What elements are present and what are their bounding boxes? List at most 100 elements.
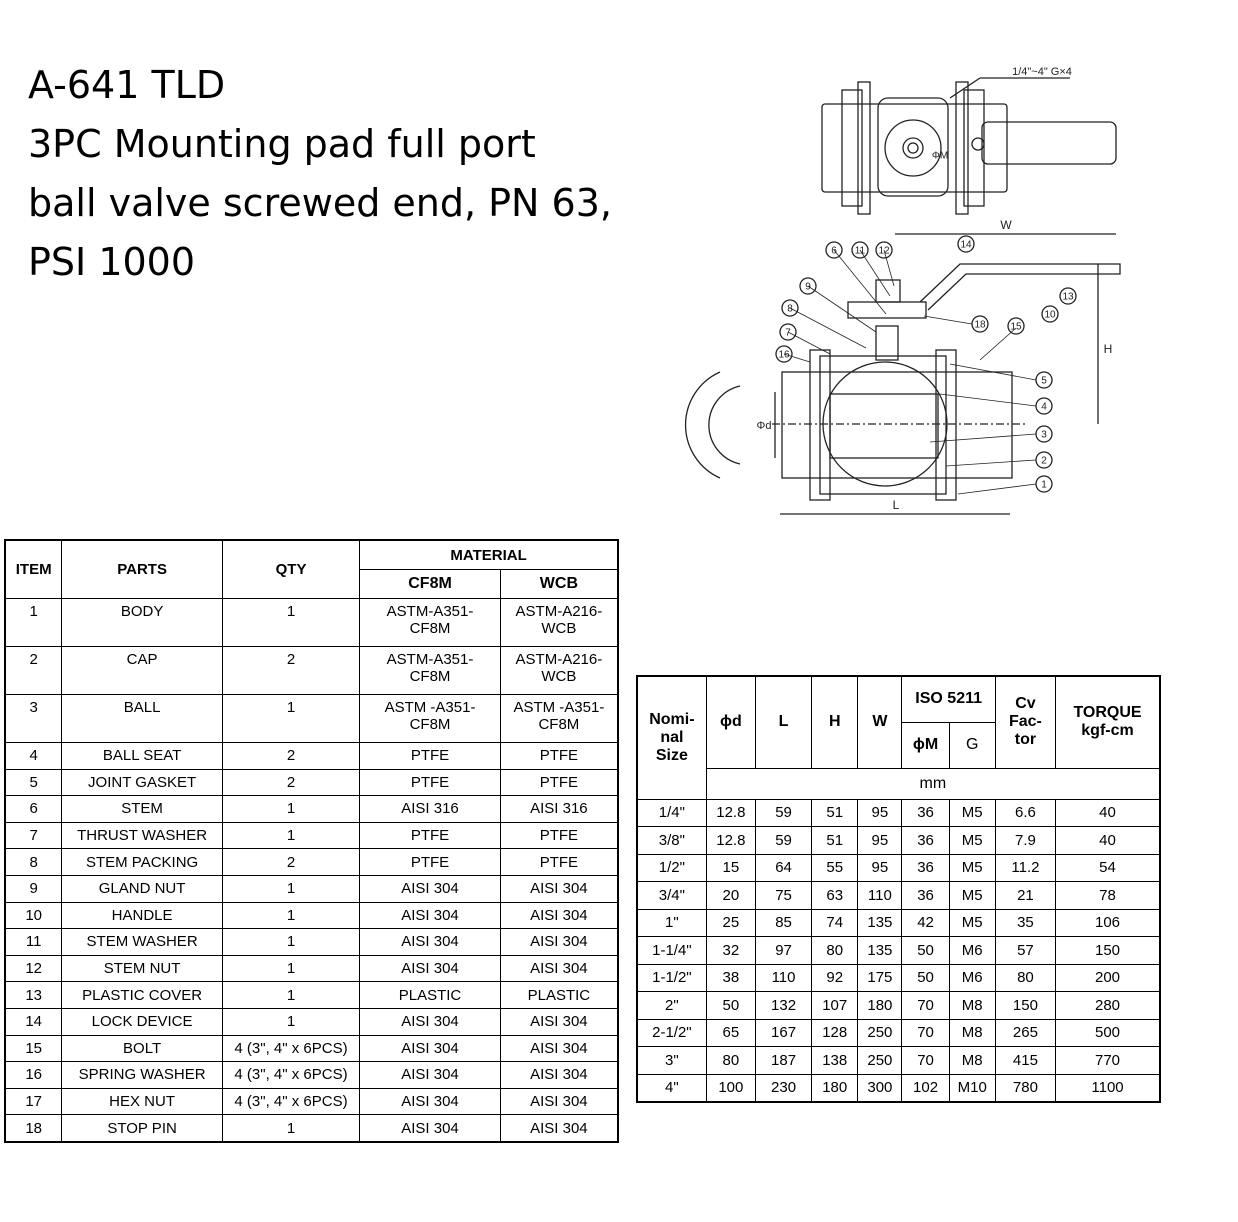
dimension-m-label: ΦM (932, 151, 948, 162)
cell-d: 12.8 (705, 798, 756, 827)
callout-label: 13 (1062, 292, 1074, 303)
cell-item: 5 (4, 768, 63, 797)
cell-item: 7 (4, 821, 63, 850)
cell-w: 300 (857, 1073, 903, 1103)
cell-torque: 54 (1055, 853, 1161, 882)
cell-h: 74 (811, 908, 859, 937)
cell-qty: 1 (221, 874, 361, 903)
cell-torque: 78 (1055, 881, 1161, 910)
cell-w: 180 (857, 991, 903, 1020)
cell-l: 64 (754, 853, 813, 882)
cell-m: 36 (901, 881, 950, 910)
cell-item: 17 (4, 1087, 63, 1116)
cell-part: BODY (61, 598, 223, 647)
cell-g: M6 (948, 936, 996, 965)
cell-l: 85 (754, 908, 813, 937)
header-nominal-size: Nomi- nal Size (636, 675, 707, 800)
cell-m: 70 (901, 991, 950, 1020)
cell-qty: 4 (3", 4" x 6PCS) (221, 1087, 361, 1116)
cell-g: M5 (948, 826, 996, 855)
cell-part: STEM PACKING (61, 848, 223, 876)
cell-part: PLASTIC COVER (61, 981, 223, 1009)
cell-d: 32 (705, 936, 756, 965)
callout-label: 10 (1044, 310, 1056, 321)
cell-g: M8 (948, 1018, 996, 1047)
cell-torque: 40 (1055, 826, 1161, 855)
cell-h: 107 (811, 991, 859, 1020)
callout-label: 18 (974, 320, 986, 331)
callout-label: 8 (787, 304, 793, 315)
valve-front-view (684, 233, 1121, 515)
cell-torque: 150 (1055, 936, 1161, 965)
header-material: MATERIAL (359, 539, 619, 570)
dimensions-table: Nomi- nal Size ϕd L H W ISO 5211 Cv Fac-… (636, 675, 1161, 1103)
product-title: A-641 TLD 3PC Mounting pad full port bal… (28, 56, 668, 292)
cell-cv: 150 (994, 991, 1057, 1020)
cell-cf8m: AISI 304 (359, 1034, 501, 1063)
cell-wcb: PTFE (499, 742, 619, 770)
cell-w: 135 (857, 936, 903, 965)
cell-torque: 200 (1055, 963, 1161, 992)
cell-item: 10 (4, 901, 63, 930)
cell-cf8m: AISI 316 (359, 795, 501, 823)
cell-item: 3 (4, 694, 63, 743)
cell-size: 1/2" (636, 853, 707, 882)
cell-part: LOCK DEVICE (61, 1007, 223, 1036)
cell-item: 6 (4, 795, 63, 823)
cell-part: THRUST WASHER (61, 821, 223, 850)
cell-wcb: AISI 304 (499, 1007, 619, 1036)
dimension-h-label: H (1104, 342, 1113, 356)
cell-wcb: AISI 304 (499, 954, 619, 983)
cell-cf8m: PTFE (359, 768, 501, 797)
cell-item: 16 (4, 1061, 63, 1089)
cell-wcb: ASTM-A216- WCB (499, 646, 619, 695)
cell-item: 1 (4, 598, 63, 647)
cell-m: 50 (901, 936, 950, 965)
cell-size: 1-1/4" (636, 936, 707, 965)
cell-cf8m: AISI 304 (359, 1061, 501, 1089)
callout-label: 9 (805, 282, 811, 293)
cell-size: 1-1/2" (636, 963, 707, 992)
cell-cv: 265 (994, 1018, 1057, 1047)
header-g: G (948, 721, 996, 769)
cell-cv: 415 (994, 1046, 1057, 1075)
callout-label: 2 (1041, 456, 1047, 467)
cell-wcb: AISI 304 (499, 901, 619, 930)
cell-l: 187 (754, 1046, 813, 1075)
cell-size: 2" (636, 991, 707, 1020)
cell-size: 3/8" (636, 826, 707, 855)
cell-wcb: AISI 316 (499, 795, 619, 823)
cell-wcb: PLASTIC (499, 981, 619, 1009)
cell-cv: 21 (994, 881, 1057, 910)
callout-label: 1 (1041, 480, 1047, 491)
cell-cf8m: ASTM -A351- CF8M (359, 694, 501, 743)
callout-label: 12 (878, 246, 890, 257)
cell-h: 128 (811, 1018, 859, 1047)
cell-qty: 1 (221, 1007, 361, 1036)
cell-g: M5 (948, 853, 996, 882)
header-item: ITEM (4, 539, 63, 599)
cell-m: 70 (901, 1046, 950, 1075)
cell-item: 15 (4, 1034, 63, 1063)
cell-w: 135 (857, 908, 903, 937)
cell-part: STEM NUT (61, 954, 223, 983)
cell-part: BALL (61, 694, 223, 743)
cell-qty: 1 (221, 821, 361, 850)
cell-d: 50 (705, 991, 756, 1020)
cell-g: M5 (948, 908, 996, 937)
cell-qty: 1 (221, 694, 361, 743)
